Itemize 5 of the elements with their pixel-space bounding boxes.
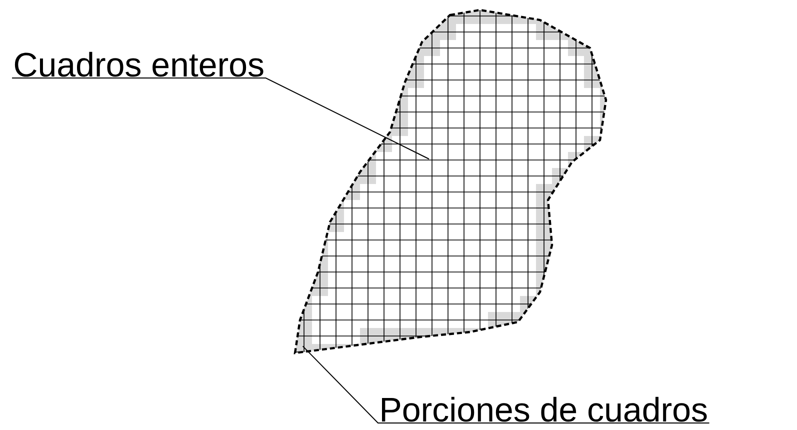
label-text: Porciones de cuadros [382, 396, 707, 422]
leader-line [302, 346, 710, 424]
grid-shape-drawing [294, 8, 608, 354]
label-text: Cuadros enteros [14, 52, 264, 77]
leader-line [12, 78, 430, 160]
